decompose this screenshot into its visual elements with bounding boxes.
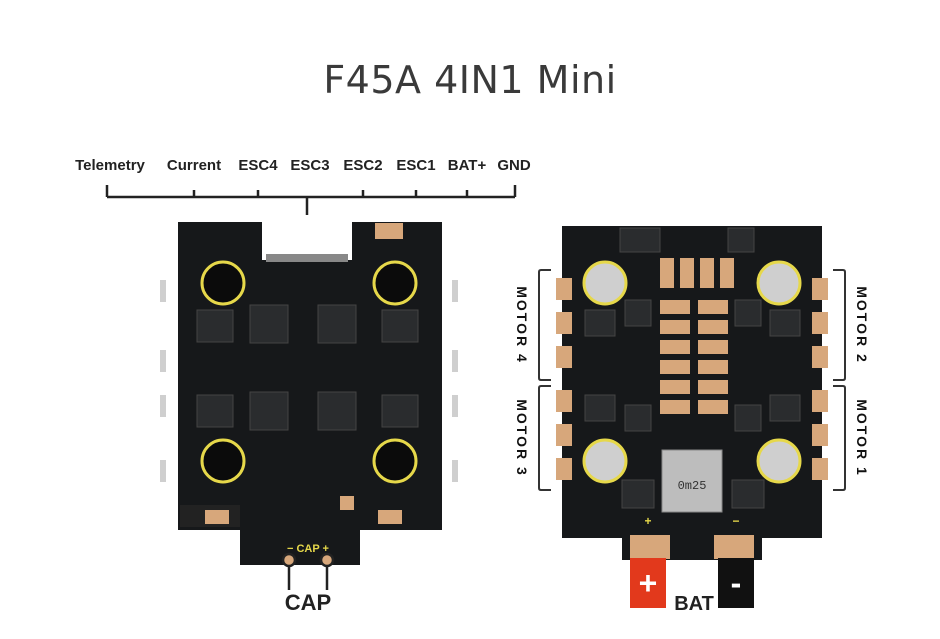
battery-minus-lead: - (718, 558, 754, 608)
pin-label-esc2: ESC2 (343, 157, 383, 174)
pin-label-telemetry: Telemetry (75, 157, 145, 174)
motor-pads (556, 278, 828, 480)
copper-pads (660, 258, 734, 414)
mosfet-chips (196, 304, 419, 431)
pin-bracket (105, 185, 517, 215)
cap-board-text: − CAP + (287, 543, 329, 555)
esc-board-bottom-view: 0m25 + − (538, 226, 846, 560)
mounting-holes (582, 260, 802, 484)
pin-label-esc4: ESC4 (238, 157, 278, 174)
cap-pads (281, 552, 335, 590)
pin-label-esc3: ESC3 (290, 157, 330, 174)
mounting-holes (200, 260, 418, 484)
battery-plus-lead: + (630, 558, 666, 608)
svg-text:0m25: 0m25 (678, 479, 707, 493)
motor-1-label: MOTOR 1 (854, 399, 870, 477)
page-title: F45A 4IN1 Mini (323, 58, 617, 102)
motor-4-label: MOTOR 4 (514, 286, 530, 364)
bottom-pads (205, 223, 403, 524)
shunt-resistor (661, 449, 723, 513)
mosfet-chips (584, 227, 801, 509)
svg-text:+: + (644, 514, 651, 528)
pin-label-esc1: ESC1 (396, 157, 436, 174)
esc-board-top-view: − CAP + (160, 222, 458, 590)
side-pads (160, 280, 458, 482)
motor-3-label: MOTOR 3 (514, 399, 530, 477)
cap-label: CAP (284, 590, 332, 615)
pin-label-current: Current (166, 157, 222, 174)
motor-brackets (538, 269, 846, 491)
pin-label-bat: BAT+ (447, 157, 487, 174)
svg-text:−: − (732, 514, 739, 528)
motor-2-label: MOTOR 2 (854, 286, 870, 364)
pin-label-gnd: GND (497, 157, 531, 174)
battery-label: BAT (674, 593, 714, 615)
